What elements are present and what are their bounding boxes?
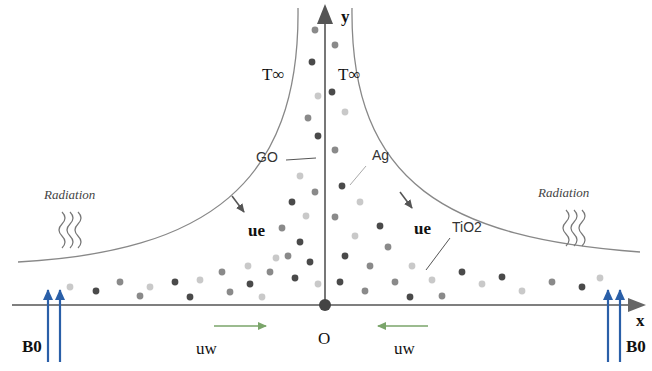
nanoparticle-dot — [339, 183, 346, 190]
nanoparticle-dot — [187, 294, 194, 301]
nanoparticle-dot — [342, 109, 349, 116]
nanoparticle-dot — [337, 279, 344, 286]
nanoparticle-dot — [292, 275, 299, 282]
nanoparticle-dot — [312, 189, 319, 196]
nanoparticle-dot — [332, 214, 339, 221]
nanoparticle-dot — [352, 233, 359, 240]
radiation-label: Radiation — [44, 188, 95, 201]
nanoparticle-dot — [247, 281, 254, 288]
particle-label: Ag — [372, 148, 389, 162]
nanoparticle-dot — [267, 269, 274, 276]
temperature-label: T∞ — [338, 66, 361, 83]
origin-label: O — [318, 330, 330, 347]
nanoparticle-dot — [312, 27, 319, 34]
nanoparticle-dot — [259, 294, 266, 301]
nanoparticle-dot — [227, 289, 234, 296]
nanoparticle-dot — [332, 147, 339, 154]
velocity-label: uw — [394, 340, 415, 357]
nanoparticle-dot — [357, 199, 364, 206]
field-label: B0 — [22, 338, 42, 355]
nanoparticle-dot — [273, 255, 280, 262]
nanoparticle-dot — [309, 59, 316, 66]
nanoparticle-dot — [297, 173, 304, 180]
nanoparticle-dot — [329, 89, 336, 96]
nanoparticle-dot — [362, 288, 369, 295]
nanoparticle-dot — [367, 263, 374, 270]
nanoparticle-dot — [289, 199, 296, 206]
nanoparticle-dot — [245, 263, 252, 270]
axis-label: y — [341, 8, 350, 25]
nanoparticle-dot — [117, 279, 124, 286]
particle-label: GO — [256, 150, 278, 164]
nanoparticle-dot — [429, 277, 436, 284]
nanoparticle-dot — [315, 133, 322, 140]
nanoparticle-dot — [305, 115, 312, 122]
velocity-label: uw — [196, 340, 217, 357]
nanoparticle-dot — [459, 269, 466, 276]
nanoparticle-dot — [137, 293, 144, 300]
nanoparticle-dot — [392, 279, 399, 286]
velocity-label: ue — [248, 222, 265, 239]
nanoparticle-dot — [597, 275, 604, 282]
nanoparticle-dot — [67, 284, 74, 291]
radiation-label: Radiation — [538, 186, 589, 199]
particle-label: TiO2 — [452, 220, 482, 234]
nanoparticle-dot — [93, 288, 100, 295]
nanoparticle-dot — [147, 284, 154, 291]
nanoparticle-dot — [549, 279, 556, 286]
nanoparticle-dot — [409, 263, 416, 270]
nanoparticle-dot — [172, 279, 179, 286]
nanoparticle-dot — [519, 288, 526, 295]
nanoparticle-dot — [315, 93, 322, 100]
nanoparticle-dot — [197, 277, 204, 284]
nanoparticle-dot — [439, 293, 446, 300]
nanoparticle-dot — [303, 213, 310, 220]
temperature-label: T∞ — [262, 66, 285, 83]
nanoparticle-dot — [219, 269, 226, 276]
nanoparticle-dot — [479, 281, 486, 288]
nanoparticle-dot — [499, 274, 506, 281]
nanoparticle-dot — [385, 244, 392, 251]
nanoparticle-dot — [377, 223, 384, 230]
nanoparticle-dot — [332, 42, 339, 49]
nanoparticle-dot — [407, 294, 414, 301]
nanoparticle-dot — [297, 239, 304, 246]
nanoparticle-dot — [342, 253, 349, 260]
axis-label: x — [636, 312, 645, 329]
nanoparticle-dot — [279, 225, 286, 232]
nanoparticle-dot — [315, 281, 322, 288]
field-label: B0 — [626, 338, 646, 355]
nanoparticle-dot — [285, 253, 292, 260]
nanoparticle-dot — [579, 284, 586, 291]
nanoparticle-dot — [307, 259, 314, 266]
velocity-label: ue — [414, 220, 431, 237]
